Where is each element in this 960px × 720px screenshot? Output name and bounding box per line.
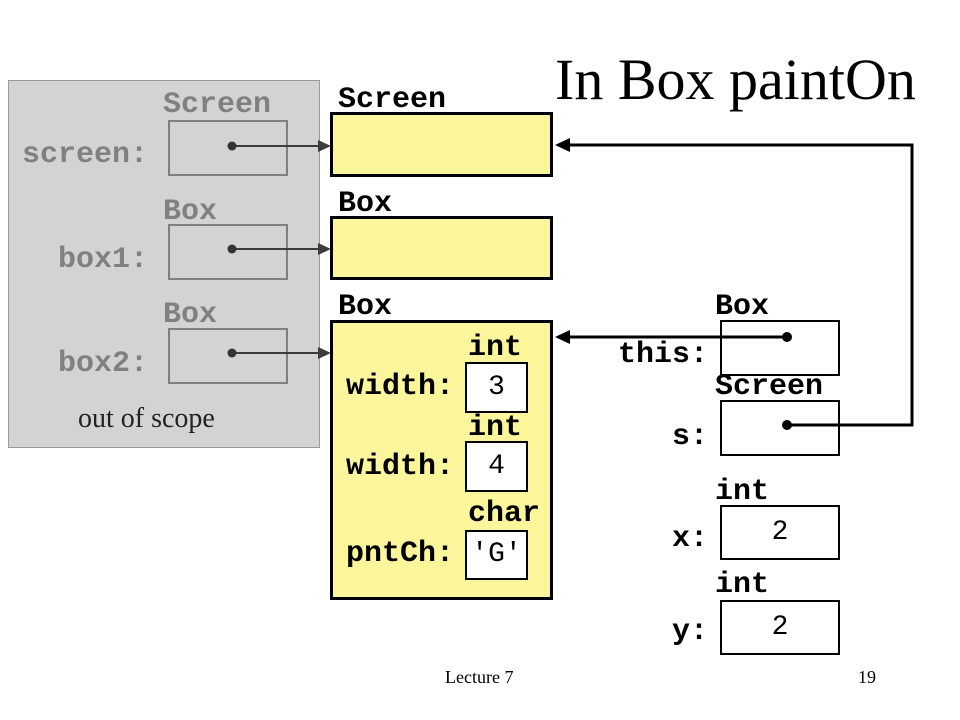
- var-type-label: int: [715, 475, 770, 509]
- pointer-dot: [227, 348, 237, 358]
- pointer-arrowhead: [555, 138, 570, 152]
- pointer-arrowhead: [318, 347, 331, 359]
- reference-slot: [168, 120, 288, 176]
- field-value-box: 4: [465, 441, 528, 492]
- field-type-label: char: [468, 497, 541, 531]
- var-type-label: Box: [715, 290, 770, 324]
- out-of-scope-caption: out of scope: [78, 403, 215, 434]
- pointer-arrowhead: [318, 243, 331, 255]
- var-name-label: x:: [671, 522, 708, 556]
- reference-slot: [720, 320, 840, 376]
- this-var-pointer: [555, 330, 792, 344]
- pointer-dot: [227, 141, 237, 151]
- field-value: 4: [488, 450, 505, 482]
- box-object-box: [330, 216, 553, 280]
- screen-object-box: [330, 112, 553, 177]
- box-object-box: int width: 3 int width: 4 char pntCh: 'G…: [330, 320, 553, 600]
- pointer-dot: [227, 244, 237, 254]
- field-name-label: width:: [346, 370, 455, 404]
- footer-lecture-label: Lecture 7: [445, 667, 514, 687]
- var-value: 2: [771, 516, 789, 548]
- reference-slot: [168, 224, 288, 280]
- var-type-label: Box: [163, 195, 218, 229]
- var-name-label: box1:: [57, 243, 148, 277]
- object-type-label: Box: [338, 187, 393, 221]
- var-name-label: this:: [617, 338, 708, 372]
- slide-title: In Box paintOn: [555, 47, 916, 112]
- pointer-line: [568, 143, 914, 427]
- reference-slot: [168, 328, 288, 384]
- field-value: 'G': [471, 539, 522, 570]
- var-name-label: s:: [671, 420, 708, 454]
- var-name-label: box2:: [57, 347, 148, 381]
- pointer-arrowhead: [555, 330, 570, 344]
- field-value: 3: [488, 371, 505, 403]
- pointer-dot: [782, 332, 792, 342]
- var-type-label: Box: [163, 298, 218, 332]
- field-type-label: int: [468, 331, 523, 365]
- field-name-label: width:: [346, 450, 455, 484]
- field-type-label: int: [468, 411, 523, 445]
- field-value-box: 3: [465, 362, 528, 413]
- var-name-label: screen:: [21, 138, 148, 172]
- var-value: 2: [771, 611, 789, 643]
- field-name-label: pntCh:: [346, 537, 455, 571]
- object-type-label: Box: [338, 290, 393, 324]
- screen-var-pointer: [227, 140, 331, 152]
- value-slot: 2: [720, 505, 840, 560]
- value-slot: 2: [720, 600, 840, 655]
- pointer-dot: [782, 420, 792, 430]
- s-var-pointer: [555, 138, 914, 430]
- reference-slot: [720, 400, 840, 456]
- field-value-box: 'G': [465, 530, 528, 580]
- pointer-arrowhead: [318, 140, 331, 152]
- box1-var-pointer: [227, 243, 331, 255]
- out-of-scope-panel: Screen screen: Box box1: Box box2: out o…: [8, 80, 320, 448]
- object-type-label: Screen: [338, 83, 447, 117]
- var-type-label: int: [715, 568, 770, 602]
- var-name-label: y:: [671, 615, 708, 649]
- var-type-label: Screen: [163, 88, 272, 122]
- page-number: 19: [858, 667, 876, 687]
- box2-var-pointer: [227, 347, 331, 359]
- var-type-label: Screen: [715, 370, 824, 404]
